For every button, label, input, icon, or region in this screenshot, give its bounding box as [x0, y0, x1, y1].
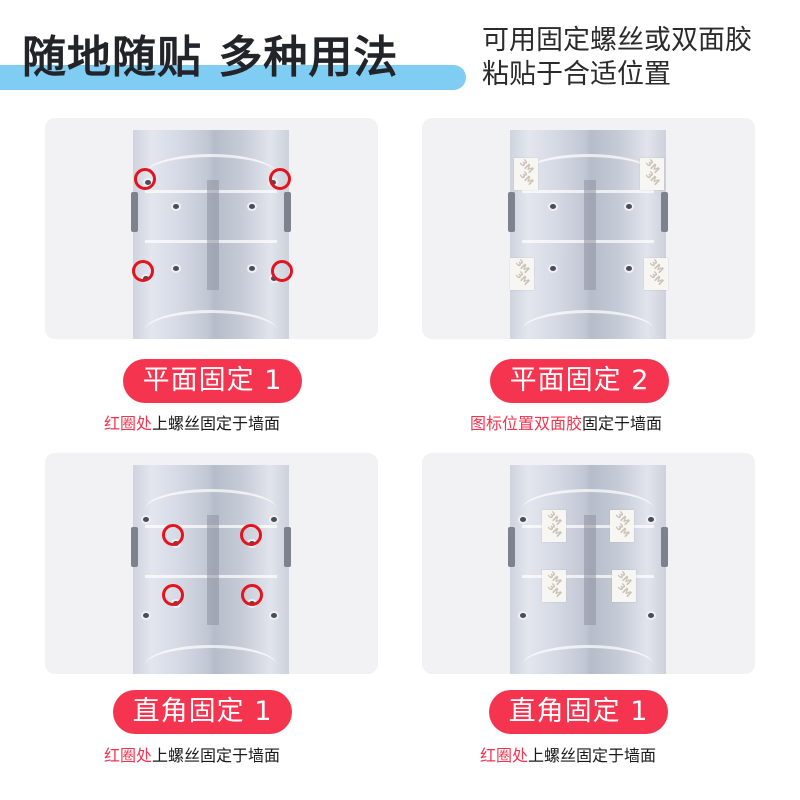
caption-highlight: 红圈处	[480, 746, 529, 765]
mount-method-label: 平面固定 1	[123, 359, 302, 403]
mount-caption: 红圈处上螺丝固定于墙面	[104, 745, 280, 767]
caption-highlight: 红圈处	[104, 414, 153, 433]
screw-position-ring-icon	[132, 260, 154, 282]
caption-text: 上螺丝固定于墙面	[152, 746, 281, 765]
product-photo-corner-screw	[45, 453, 378, 674]
screw-position-ring-icon	[162, 524, 184, 546]
caption-text: 上螺丝固定于墙面	[528, 746, 657, 765]
screw-position-ring-icon	[240, 524, 262, 546]
mount-caption: 红圈处上螺丝固定于墙面	[104, 413, 280, 435]
caption-highlight: 图标位置双面胶	[470, 414, 583, 433]
page-title: 随地随贴 多种用法	[22, 32, 399, 83]
mount-method-label: 直角固定 1	[489, 690, 668, 734]
cable-cover-product	[508, 465, 668, 674]
screw-position-ring-icon	[269, 168, 291, 190]
screw-position-ring-icon	[162, 584, 184, 606]
accent-bar	[0, 65, 466, 90]
cable-cover-product	[131, 465, 291, 674]
header-banner: 随地随贴 多种用法 可用固定螺丝或双面胶 粘贴于合适位置	[0, 0, 800, 110]
mount-method-label: 平面固定 2	[490, 359, 669, 403]
mount-method-label: 直角固定 1	[113, 690, 292, 734]
screw-position-ring-icon	[271, 260, 293, 282]
caption-text: 固定于墙面	[582, 414, 663, 433]
caption-highlight: 红圈处	[104, 746, 153, 765]
mount-caption: 图标位置双面胶固定于墙面	[470, 413, 662, 435]
product-photo-flat-screw	[45, 118, 378, 339]
screw-position-ring-icon	[241, 584, 263, 606]
subtitle-line-1: 可用固定螺丝或双面胶	[482, 25, 752, 56]
page-subtitle: 可用固定螺丝或双面胶 粘贴于合适位置	[482, 24, 782, 92]
screw-position-ring-icon	[134, 168, 156, 190]
cable-cover-product	[131, 130, 291, 339]
mount-caption: 红圈处上螺丝固定于墙面	[480, 745, 656, 767]
subtitle-line-2: 粘贴于合适位置	[482, 59, 671, 90]
caption-text: 上螺丝固定于墙面	[152, 414, 281, 433]
